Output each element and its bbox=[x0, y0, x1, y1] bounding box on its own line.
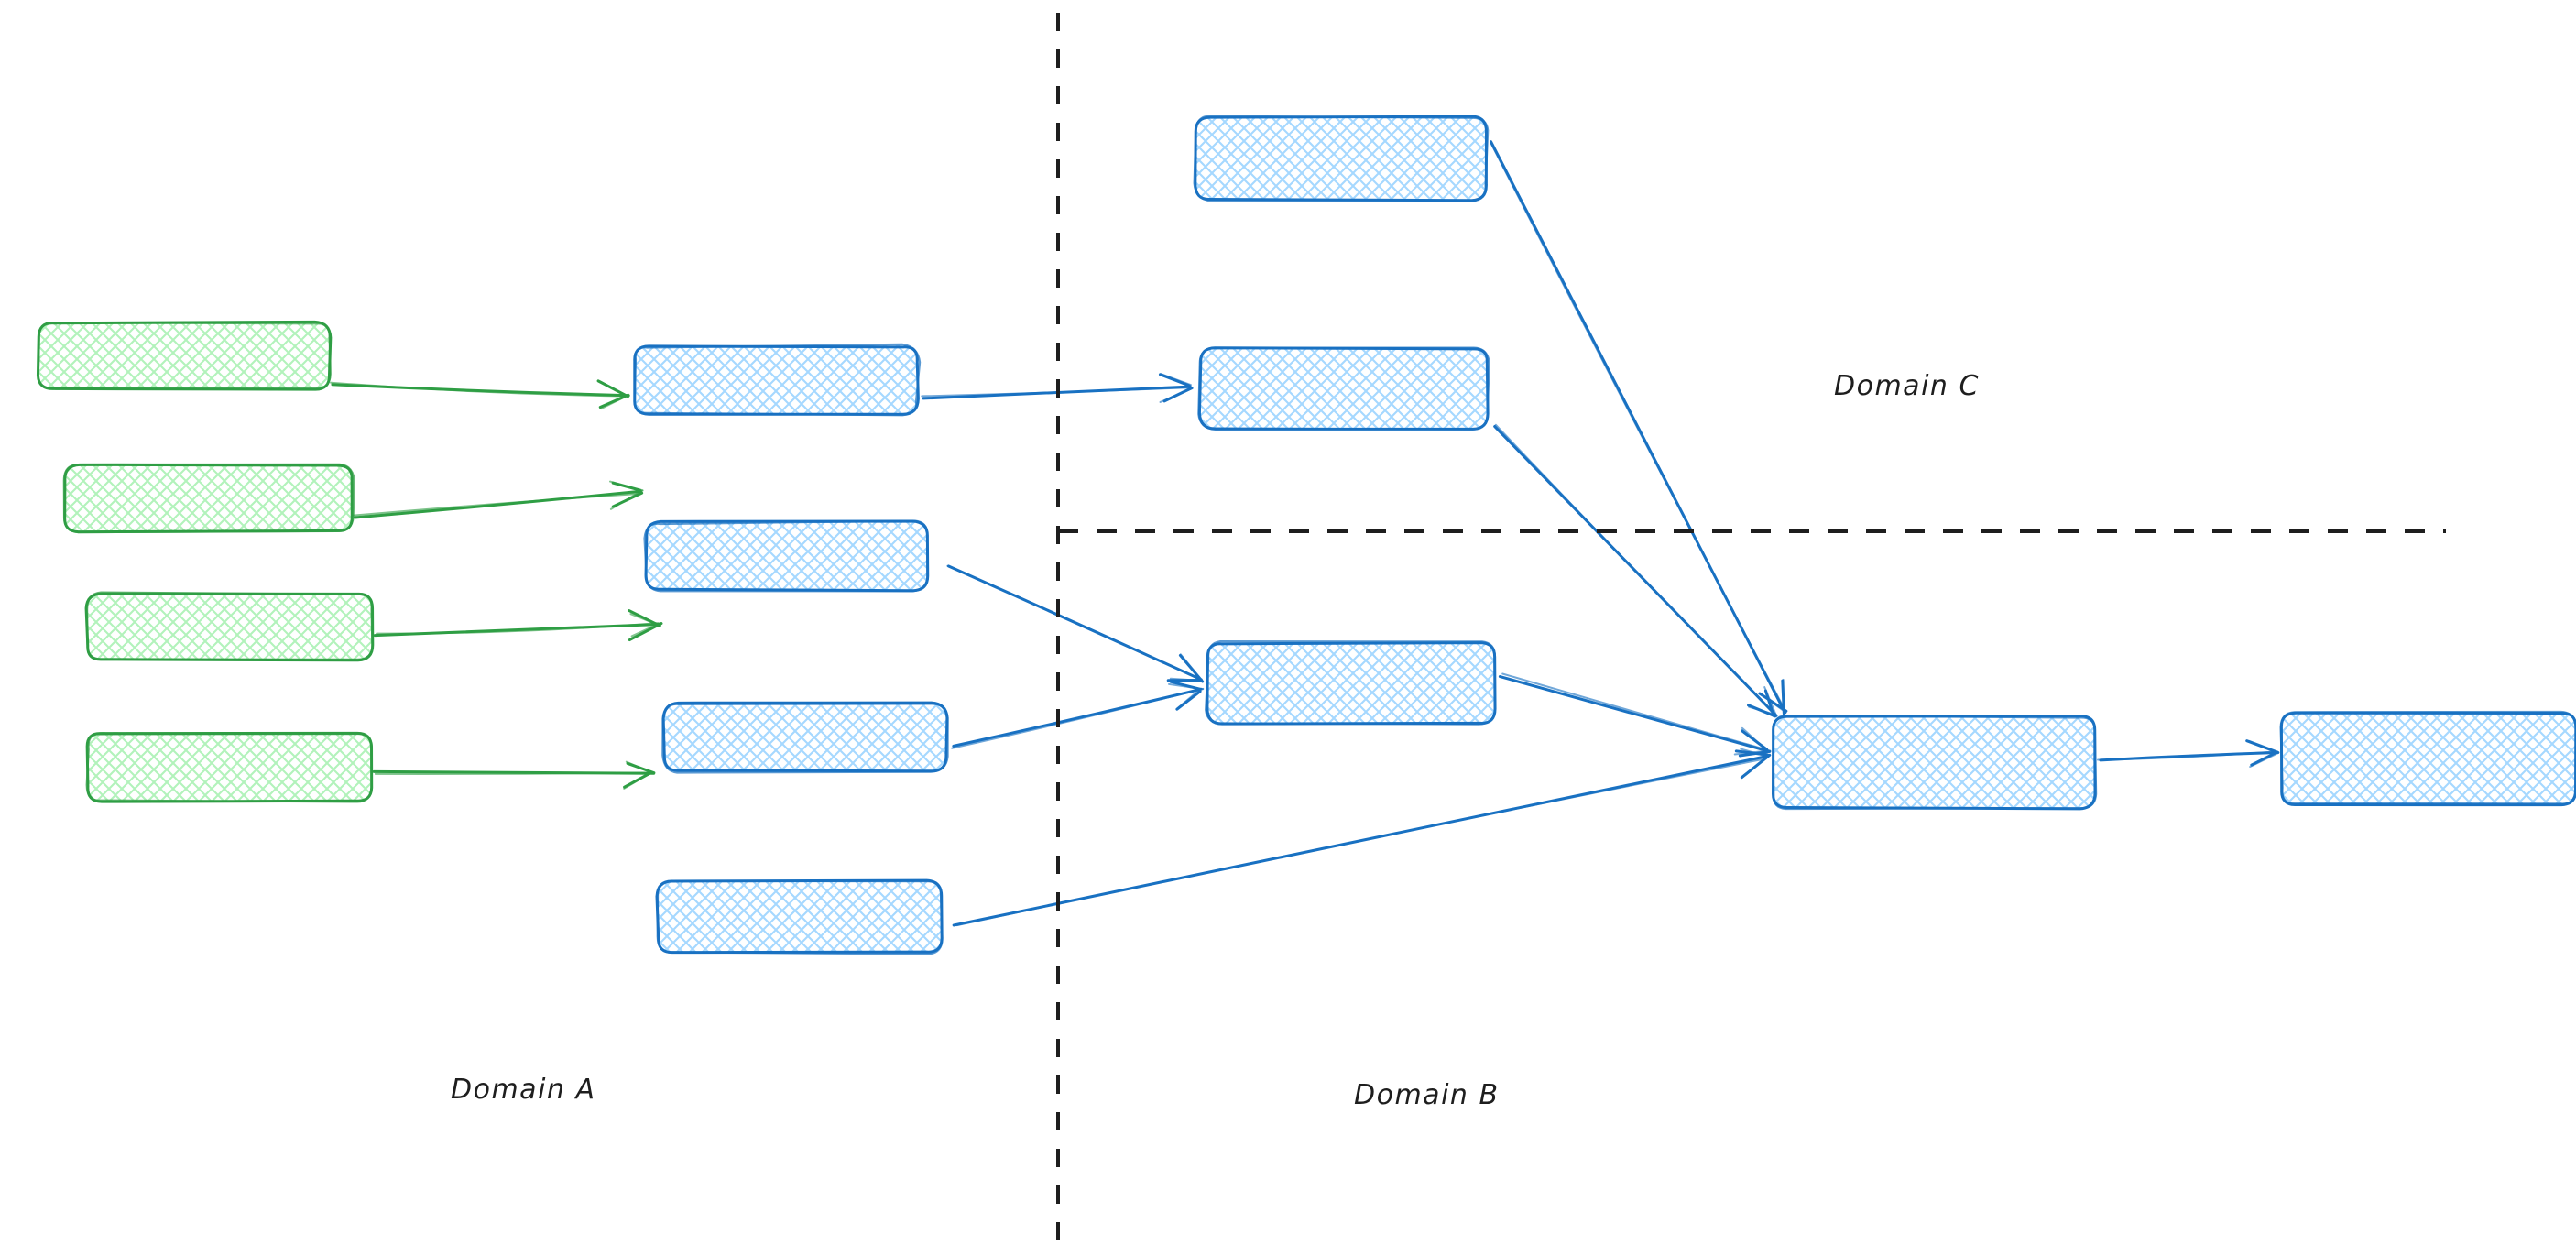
domain-label-domain-b: Domain B bbox=[1354, 1079, 1500, 1111]
edge-arrow[interactable] bbox=[1490, 140, 1788, 715]
edge-line bbox=[1498, 675, 1770, 753]
node-box[interactable] bbox=[1197, 346, 1490, 431]
arrowhead-stroke bbox=[623, 771, 653, 790]
node-fill bbox=[2280, 712, 2576, 804]
arrowhead-stroke bbox=[628, 622, 663, 642]
edge-arrow[interactable] bbox=[373, 609, 663, 642]
arrowhead-stroke bbox=[1741, 756, 1769, 778]
arrowhead-stroke bbox=[1763, 686, 1778, 717]
node-outline bbox=[2279, 710, 2576, 805]
arrowhead-stroke bbox=[1782, 678, 1785, 715]
edge-arrow[interactable] bbox=[951, 680, 1205, 749]
arrowhead-stroke bbox=[2249, 752, 2279, 769]
arrowhead-stroke bbox=[1748, 705, 1777, 716]
node-outline bbox=[643, 519, 929, 593]
arrowhead-stroke bbox=[608, 480, 644, 492]
node-fill bbox=[644, 521, 929, 591]
arrowhead-stroke bbox=[1160, 373, 1192, 387]
edge-line bbox=[946, 564, 1202, 681]
node-fill bbox=[38, 322, 331, 390]
arrowhead-stroke bbox=[1159, 387, 1194, 403]
edge-line bbox=[1490, 142, 1787, 713]
node-outline bbox=[62, 463, 355, 534]
arrowhead-stroke bbox=[2250, 750, 2278, 767]
node-outline bbox=[37, 322, 332, 389]
edge-arrow[interactable] bbox=[946, 564, 1205, 683]
node-box[interactable] bbox=[2279, 710, 2576, 807]
arrowhead-stroke bbox=[1733, 749, 1770, 756]
node-box[interactable] bbox=[661, 701, 949, 774]
edge-line bbox=[1501, 672, 1772, 752]
edge-line bbox=[374, 771, 652, 775]
node-outline bbox=[633, 343, 922, 417]
arrowhead-stroke bbox=[1738, 749, 1772, 758]
node-outline bbox=[85, 732, 373, 803]
arrowhead-stroke bbox=[2248, 739, 2279, 753]
node-box[interactable] bbox=[36, 320, 333, 391]
node-fill bbox=[1206, 643, 1496, 725]
node-box[interactable] bbox=[1205, 640, 1497, 726]
node-fill bbox=[63, 464, 354, 531]
arrowhead-stroke bbox=[625, 760, 655, 775]
node-fill bbox=[86, 594, 374, 660]
node-box[interactable] bbox=[633, 343, 922, 417]
arrowhead-stroke bbox=[1168, 682, 1205, 691]
edge-arrow[interactable] bbox=[2097, 739, 2280, 769]
edge-arrow[interactable] bbox=[921, 373, 1194, 403]
edge-line bbox=[352, 492, 643, 517]
node-outline bbox=[1772, 715, 2098, 811]
node-fill bbox=[658, 880, 942, 954]
arrowhead-stroke bbox=[1169, 677, 1203, 682]
node-outline bbox=[661, 703, 949, 774]
node-box[interactable] bbox=[84, 591, 375, 662]
arrowhead-stroke bbox=[1741, 726, 1770, 753]
edge-arrow[interactable] bbox=[952, 748, 1772, 927]
edge-arrow[interactable] bbox=[330, 379, 630, 410]
node-box[interactable] bbox=[1772, 715, 2098, 811]
node-outline bbox=[656, 879, 944, 955]
node-box[interactable] bbox=[62, 463, 355, 534]
edge-arrow[interactable] bbox=[1493, 423, 1778, 718]
node-outline bbox=[1197, 346, 1490, 431]
edge-line bbox=[921, 387, 1190, 398]
node-outline bbox=[86, 591, 374, 660]
edge-line bbox=[2097, 750, 2277, 761]
arrowhead-stroke bbox=[1176, 688, 1202, 710]
node-fill bbox=[633, 344, 918, 415]
arrowhead-stroke bbox=[1179, 653, 1202, 680]
arrowhead-stroke bbox=[629, 613, 661, 627]
node-box[interactable] bbox=[1193, 115, 1490, 202]
edge-arrow[interactable] bbox=[352, 480, 644, 519]
node-box[interactable] bbox=[85, 731, 374, 803]
edge-arrow[interactable] bbox=[372, 760, 656, 790]
node-fill bbox=[86, 732, 372, 802]
arrowhead-stroke bbox=[598, 380, 630, 398]
edge-line bbox=[951, 687, 1205, 749]
edge-line bbox=[353, 489, 642, 519]
node-fill bbox=[1199, 347, 1489, 430]
arrowhead-stroke bbox=[600, 394, 628, 410]
domain-label-domain-a: Domain A bbox=[451, 1074, 596, 1106]
edge-line bbox=[330, 381, 629, 398]
node-fill bbox=[1195, 116, 1488, 201]
node-box[interactable] bbox=[643, 519, 930, 593]
edge-line bbox=[1494, 423, 1776, 715]
node-outline bbox=[1205, 640, 1497, 726]
node-outline bbox=[1193, 115, 1490, 202]
arrowhead-stroke bbox=[1759, 693, 1787, 714]
edge-arrow[interactable] bbox=[1498, 672, 1772, 758]
domain-label-domain-c: Domain C bbox=[1834, 370, 1980, 402]
node-fill bbox=[1772, 715, 2096, 809]
edge-line bbox=[376, 622, 660, 635]
arrowhead-stroke bbox=[609, 489, 644, 510]
node-box[interactable] bbox=[655, 878, 944, 955]
edge-line bbox=[955, 758, 1767, 927]
node-fill bbox=[664, 703, 947, 772]
